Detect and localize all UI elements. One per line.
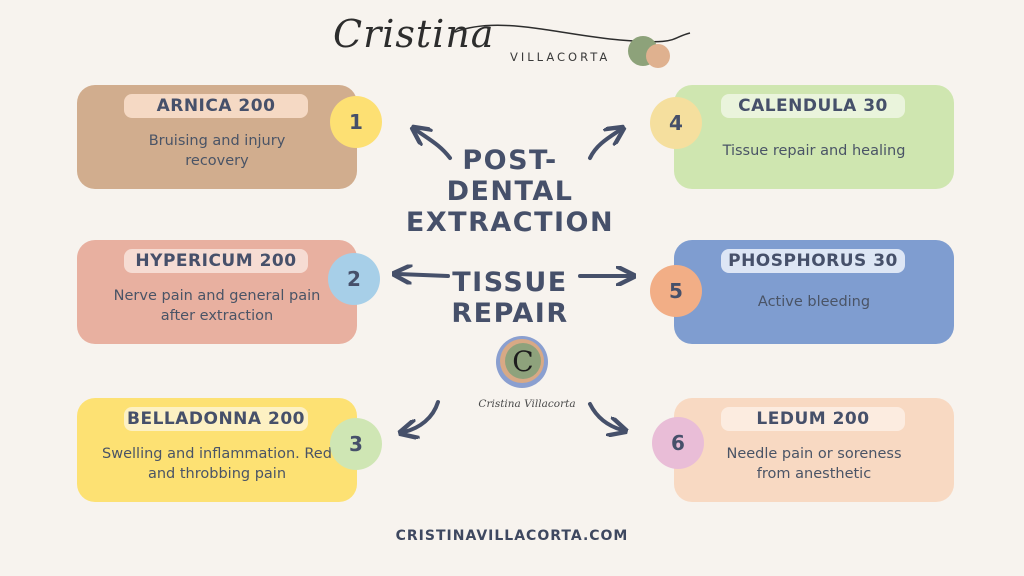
remedy-name: BELLADONNA 200 [127, 409, 305, 429]
remedy-description: Swelling and inflammation. Red and throb… [102, 446, 332, 482]
footer-website[interactable]: CRISTINAVILLACORTA.COM [395, 528, 629, 544]
remedy-number-2: 2 [328, 253, 380, 305]
remedy-name-pill: HYPERICUM 200 [124, 249, 308, 273]
brand-script-name: Cristina [333, 12, 495, 56]
brand-logo-circles [628, 36, 678, 72]
center-logo: C [496, 336, 550, 388]
remedy-description: Bruising and injury recovery [148, 133, 286, 169]
brand-sub-name: VILLACORTA [510, 50, 611, 64]
subtitle-line: REPAIR [451, 298, 569, 329]
remedy-number-1: 1 [330, 96, 382, 148]
logo-signature: Cristina Villacorta [478, 398, 576, 410]
remedy-name: CALENDULA 30 [738, 96, 888, 116]
title-line: POST- [462, 145, 558, 176]
remedy-card-1: ARNICA 200 Bruising and injury recovery [77, 85, 357, 189]
remedy-name: ARNICA 200 [156, 96, 276, 116]
arrow-to-card-6 [588, 402, 622, 430]
arrow-to-card-2 [398, 274, 450, 276]
number-label: 4 [669, 111, 683, 135]
arrow-to-card-1 [416, 130, 452, 160]
number-label: 2 [347, 267, 361, 291]
title-line: DENTAL [446, 176, 574, 207]
subtitle-line: TISSUE [452, 267, 568, 298]
remedy-name-pill: BELLADONNA 200 [124, 407, 308, 431]
arrow-to-card-4 [588, 130, 620, 160]
remedy-name-pill: CALENDULA 30 [721, 94, 905, 118]
remedy-description: Tissue repair and healing [722, 143, 906, 159]
remedy-name: LEDUM 200 [756, 409, 870, 429]
remedy-card-5: PHOSPHORUS 30 Active bleeding [674, 240, 954, 344]
number-label: 1 [349, 110, 363, 134]
logo-inner-circle: C [505, 343, 541, 379]
remedy-card-2: HYPERICUM 200 Nerve pain and general pai… [77, 240, 357, 344]
remedy-number-5: 5 [650, 265, 702, 317]
title-line: EXTRACTION [405, 207, 615, 238]
remedy-description: Needle pain or soreness from anesthetic [726, 446, 902, 482]
remedy-card-3: BELLADONNA 200 Swelling and inflammation… [77, 398, 357, 502]
subtitle: TISSUE REPAIR [400, 267, 620, 329]
remedy-number-4: 4 [650, 97, 702, 149]
peach-circle [646, 44, 670, 68]
number-label: 6 [671, 431, 685, 455]
remedy-card-6: LEDUM 200 Needle pain or soreness from a… [674, 398, 954, 502]
number-label: 5 [669, 279, 683, 303]
number-label: 3 [349, 432, 363, 456]
remedy-name: PHOSPHORUS 30 [728, 251, 898, 271]
arrow-to-card-3 [404, 400, 440, 432]
main-title: POST- DENTAL EXTRACTION [400, 145, 620, 238]
remedy-number-6: 6 [652, 417, 704, 469]
remedy-name-pill: ARNICA 200 [124, 94, 308, 118]
remedy-name-pill: LEDUM 200 [721, 407, 905, 431]
remedy-name: HYPERICUM 200 [135, 251, 297, 271]
remedy-number-3: 3 [330, 418, 382, 470]
remedy-card-4: CALENDULA 30 Tissue repair and healing [674, 85, 954, 189]
logo-letter: C [512, 344, 534, 378]
remedy-description: Active bleeding [757, 294, 871, 310]
remedy-description: Nerve pain and general pain after extrac… [113, 288, 321, 324]
remedy-name-pill: PHOSPHORUS 30 [721, 249, 905, 273]
